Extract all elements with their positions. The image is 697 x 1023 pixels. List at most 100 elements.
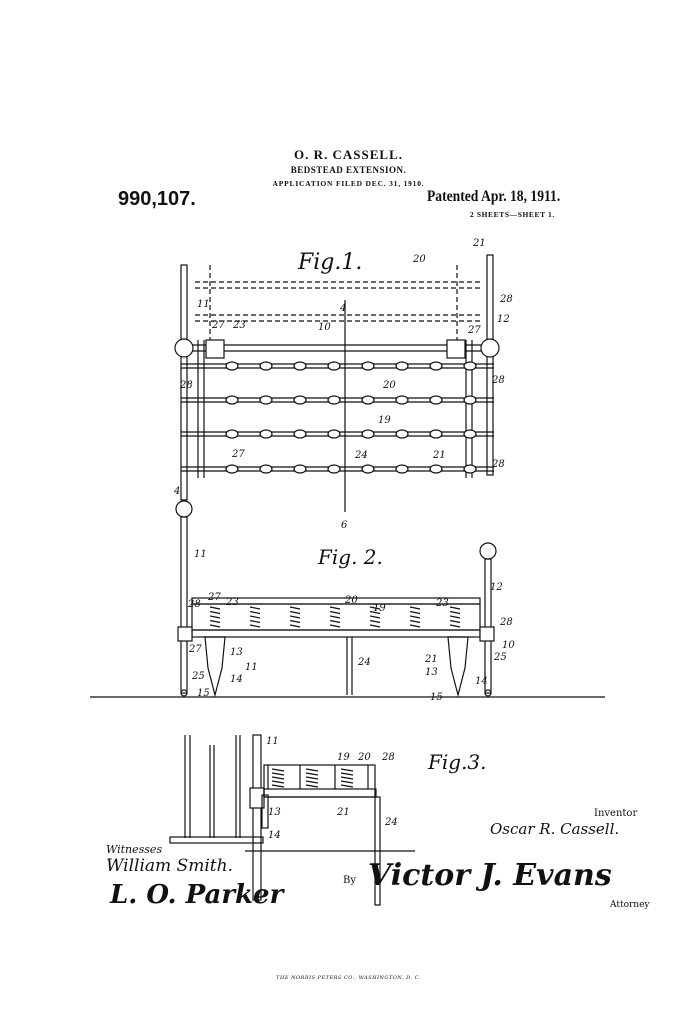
printer-imprint: THE NORRIS PETERS CO., WASHINGTON, D. C. xyxy=(276,975,421,981)
reference-numeral: 21 xyxy=(424,654,438,665)
reference-numeral: 10 xyxy=(318,322,331,333)
reference-numeral: 20 xyxy=(382,380,396,391)
fig3-label: Fig.3. xyxy=(428,750,487,774)
coil-spring xyxy=(259,429,273,439)
spring-coil xyxy=(271,772,285,776)
coil-spring xyxy=(395,361,409,371)
reference-numeral: 19 xyxy=(337,752,350,763)
reference-numeral: 23 xyxy=(225,597,239,608)
reference-numeral: 4 xyxy=(173,486,180,497)
fig2-label: Fig. 2. xyxy=(318,545,383,569)
spring-coil xyxy=(249,606,261,610)
reference-numeral: 11 xyxy=(266,736,279,747)
sheet-count: 2 SHEETS—SHEET 1. xyxy=(470,210,555,219)
spring-coil xyxy=(305,768,319,772)
reference-numeral: 27 xyxy=(188,644,202,655)
reference-numeral: 19 xyxy=(378,415,391,426)
reference-numeral: 28 xyxy=(499,294,513,305)
coil-spring xyxy=(429,361,443,371)
filing-date: APPLICATION FILED DEC. 31, 1910. xyxy=(272,179,425,188)
coil-spring xyxy=(463,361,477,371)
spring-coil xyxy=(409,624,421,628)
coil-spring xyxy=(293,429,307,439)
reference-numeral: 13 xyxy=(230,647,243,658)
coil-spring xyxy=(293,395,307,405)
coil-spring xyxy=(225,361,239,371)
coil-spring xyxy=(463,464,477,474)
coil-spring xyxy=(361,361,375,371)
reference-numeral: 21 xyxy=(472,238,486,249)
spring-coil xyxy=(209,615,221,619)
coil-spring xyxy=(429,395,443,405)
spring-coil xyxy=(369,610,381,615)
coil-spring xyxy=(429,464,443,474)
spring-coil xyxy=(289,624,301,628)
spring-coil xyxy=(409,615,421,619)
spring-coil xyxy=(329,606,341,610)
coil-spring xyxy=(361,429,375,439)
reference-numeral: 11 xyxy=(194,549,207,560)
spring-coil xyxy=(369,624,381,628)
coil-spring xyxy=(395,429,409,439)
spring-coil xyxy=(340,772,354,776)
spring-coil xyxy=(340,768,354,772)
coil-spring xyxy=(293,464,307,474)
reference-numeral: 14 xyxy=(268,830,281,841)
reference-numeral: 20 xyxy=(357,752,371,763)
reference-numeral: 27 xyxy=(231,449,245,460)
coil-spring xyxy=(327,429,341,439)
spring-coil xyxy=(289,606,301,610)
reference-numeral: 13 xyxy=(268,807,281,818)
witness-signature-1: William Smith. xyxy=(106,856,233,876)
reference-numeral: 28 xyxy=(499,617,513,628)
reference-numeral: 28 xyxy=(491,375,505,386)
inventor-label: Inventor xyxy=(594,808,638,819)
coil-spring xyxy=(361,464,375,474)
spring-coil xyxy=(409,610,421,615)
reference-numeral: 14 xyxy=(230,674,243,685)
spring-coil xyxy=(329,610,341,615)
reference-numeral: 25 xyxy=(191,671,205,682)
reference-numeral: 24 xyxy=(384,817,398,828)
reference-numeral: 11 xyxy=(197,299,210,310)
inventor-signature: Oscar R. Cassell. xyxy=(490,820,620,838)
reference-numeral: 24 xyxy=(354,450,368,461)
spring-coil xyxy=(449,619,461,624)
reference-numeral: 15 xyxy=(430,692,443,703)
spring-coil xyxy=(271,768,285,772)
reference-numeral: 14 xyxy=(475,676,488,687)
spring-coil xyxy=(209,610,221,615)
fig1-label: Fig.1. xyxy=(298,250,363,275)
spring-coil xyxy=(329,619,341,624)
coil-spring xyxy=(463,395,477,405)
spring-coil xyxy=(340,780,354,784)
patent-number: 990,107. xyxy=(118,188,196,210)
spring-coil xyxy=(209,624,221,628)
attorney-signature: Victor J. Evans xyxy=(368,858,612,893)
spring-coil xyxy=(340,776,354,780)
spring-coil xyxy=(249,619,261,624)
reference-numeral: 23 xyxy=(232,320,246,331)
spring-coil xyxy=(249,610,261,615)
reference-numeral: 27 xyxy=(467,325,481,336)
patented-date: Patented Apr. 18, 1911. xyxy=(427,188,561,205)
spring-coil xyxy=(305,784,319,788)
reference-numeral: 12 xyxy=(497,314,510,325)
spring-coil xyxy=(249,624,261,628)
reference-numeral: 20 xyxy=(344,595,358,606)
spring-coil xyxy=(209,619,221,624)
reference-numeral: 21 xyxy=(432,450,446,461)
spring-coil xyxy=(449,606,461,610)
coil-spring xyxy=(395,464,409,474)
witnesses-label: Witnesses xyxy=(106,843,163,856)
reference-numeral: 13 xyxy=(425,667,438,678)
spring-coil xyxy=(409,606,421,610)
reference-numeral: 24 xyxy=(357,657,371,668)
reference-numeral: 19 xyxy=(373,603,386,614)
fig1-drawing xyxy=(174,254,500,512)
reference-numeral: 27 xyxy=(211,320,225,331)
reference-numeral: 25 xyxy=(493,652,507,663)
spring-coil xyxy=(271,776,285,780)
spring-coil xyxy=(449,624,461,628)
